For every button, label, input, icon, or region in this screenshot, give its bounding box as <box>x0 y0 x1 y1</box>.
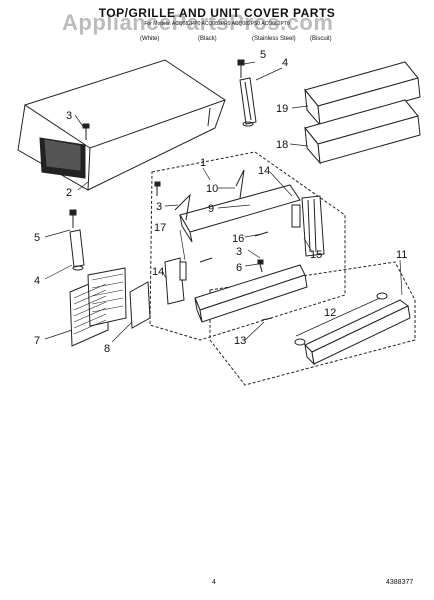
callout-4b: 4 <box>34 275 40 287</box>
watermark: AppliancePartsPros.com <box>62 10 334 35</box>
callout-1: 1 <box>200 157 206 169</box>
callout-14a: 14 <box>258 165 270 177</box>
callout-13: 13 <box>234 335 246 347</box>
model-list: For Models: ACQ082PP0 ACQ082PR0 ACQ082PS… <box>144 21 290 27</box>
side-bracket-left <box>164 257 187 305</box>
callout-labels: 1 2 3 3 3 4 4 5 5 6 7 8 9 10 11 12 13 14… <box>34 49 407 355</box>
grille-panel-19 <box>304 61 421 127</box>
document-number: 4388377 <box>386 579 414 586</box>
bracket-lower <box>69 209 85 271</box>
callout-3b: 3 <box>156 201 162 213</box>
callout-4a: 4 <box>282 57 288 69</box>
unit-cover <box>17 59 227 191</box>
finish-black: (Black) <box>198 36 217 42</box>
front-screws <box>154 181 269 273</box>
finish-white: (White) <box>140 36 160 42</box>
callout-12: 12 <box>324 307 336 319</box>
callout-14b: 14 <box>152 266 164 278</box>
finish-stainless: (Stainless Steel) <box>252 36 296 42</box>
top-rail <box>174 169 301 243</box>
page-number: 4 <box>212 579 216 586</box>
callout-8: 8 <box>104 343 110 355</box>
callout-5a: 5 <box>260 49 266 61</box>
callout-7: 7 <box>34 335 40 347</box>
callout-6: 6 <box>236 262 242 274</box>
callout-19: 19 <box>276 103 288 115</box>
callout-3c: 3 <box>236 246 242 258</box>
filter <box>129 281 151 329</box>
callout-9: 9 <box>208 203 214 215</box>
callout-10: 10 <box>206 183 218 195</box>
side-bracket-right <box>291 195 325 257</box>
base-rail <box>261 292 411 366</box>
bracket-upper <box>237 59 257 127</box>
diagram-title: TOP/GRILLE AND UNIT COVER PARTS <box>98 6 336 20</box>
callout-15: 15 <box>310 249 322 261</box>
callout-16: 16 <box>232 233 244 245</box>
callout-18: 18 <box>276 139 288 151</box>
leader-lines <box>44 61 403 343</box>
callout-3a: 3 <box>66 110 72 122</box>
callout-11: 11 <box>396 249 407 261</box>
callout-17: 17 <box>154 222 166 234</box>
filter-grille <box>69 267 127 347</box>
callout-5b: 5 <box>34 232 40 244</box>
finish-biscuit: (Biscuit) <box>310 36 332 42</box>
diagram-header: TOP/GRILLE AND UNIT COVER PARTS For Mode… <box>0 6 434 27</box>
lower-rail <box>194 264 308 323</box>
grille-panel-18 <box>304 99 421 165</box>
callout-2: 2 <box>66 187 72 199</box>
